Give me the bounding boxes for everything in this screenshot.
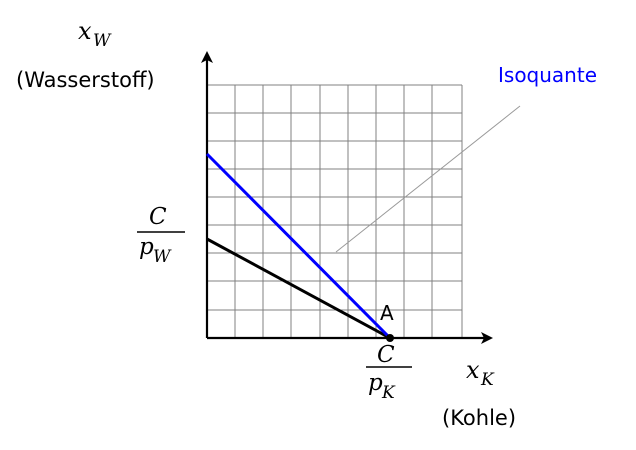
isoquant-label: Isoquante xyxy=(498,63,597,87)
x-axis-name: (Kohle) xyxy=(442,406,516,430)
x-axis-symbol: x K xyxy=(466,356,495,390)
isoquant-pointer-line xyxy=(335,105,521,253)
point-a-label: A xyxy=(380,301,394,325)
x-intercept-denominator-subscript: K xyxy=(381,383,396,403)
y-intercept-denominator-subscript: W xyxy=(153,247,172,267)
x-axis-symbol-x: x xyxy=(466,356,480,384)
y-axis-symbol-subscript: W xyxy=(93,31,112,51)
y-axis-name: (Wasserstoff) xyxy=(16,68,155,92)
y-axis-symbol: x W xyxy=(78,17,112,51)
y-intercept-numerator: C xyxy=(149,204,167,230)
isoquant-line xyxy=(205,152,392,340)
grid xyxy=(207,84,463,338)
x-intercept-label: C p K xyxy=(366,342,412,403)
y-intercept-denominator-p: p xyxy=(139,234,154,260)
x-axis-symbol-subscript: K xyxy=(480,370,495,390)
x-intercept-denominator-p: p xyxy=(368,370,383,396)
point-a-marker xyxy=(386,334,394,342)
x-intercept-numerator: C xyxy=(377,342,395,368)
y-axis-symbol-x: x xyxy=(78,17,92,45)
y-intercept-label: C p W xyxy=(137,204,185,267)
budget-line xyxy=(206,237,391,340)
